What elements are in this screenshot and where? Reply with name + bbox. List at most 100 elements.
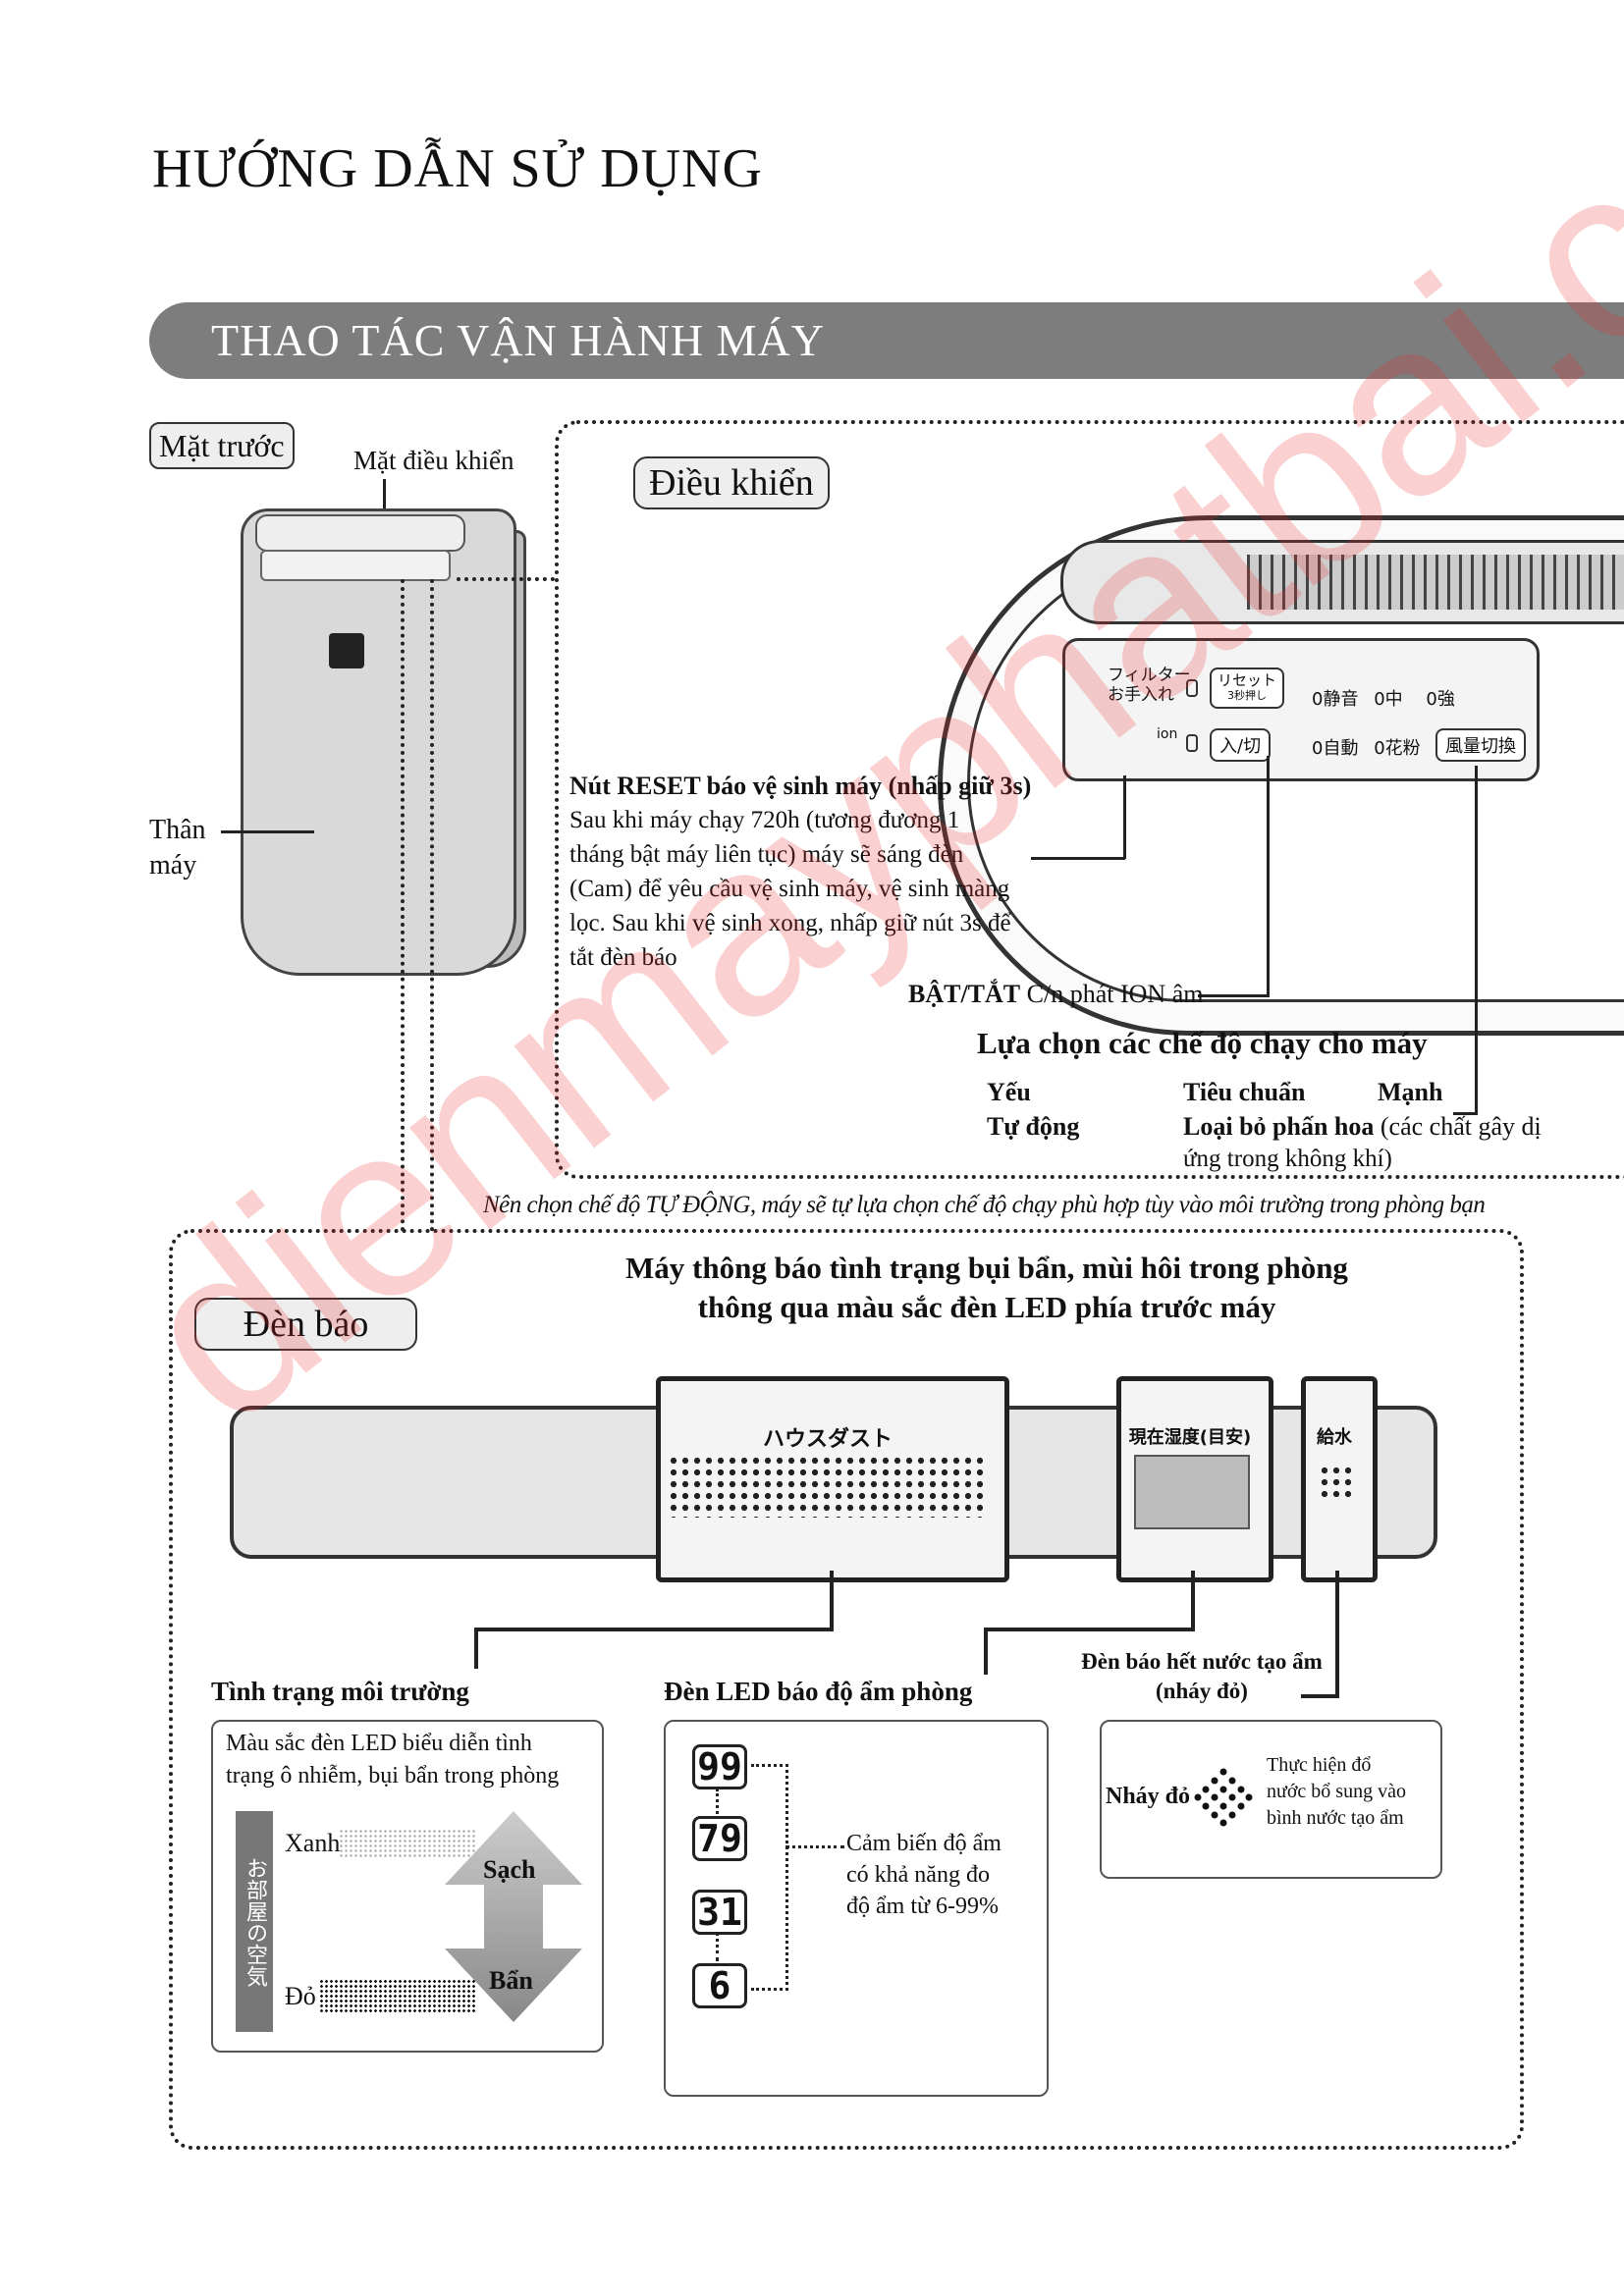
mode-auto-label: 自動 [1323,738,1359,759]
device-control-strip [255,514,465,552]
humidity-value: 79 [692,1816,747,1861]
env-desc-1: Màu sắc đèn LED biểu diễn tình [226,1731,532,1756]
indicator-heading: Máy thông báo tình trạng bụi bẩn, mùi hô… [589,1249,1384,1327]
humidity-desc-line: Cảm biến độ ẩm [846,1831,1001,1856]
green-led-sample [339,1829,476,1858]
mode-callout-v [1475,766,1478,1114]
indicator-frame [169,1229,1524,2150]
mode-pollen-rest-2: ứng trong không khí) [1183,1146,1392,1172]
water-box [1100,1720,1442,1879]
reset-title: Nút RESET báo vệ sinh máy (nhấp giữ 3s) [569,772,1032,800]
water-led-dots [1319,1465,1352,1500]
mode-row-2: 0自動 0花粉 [1312,734,1421,760]
auto-mode-note: Nên chọn chế độ TỰ ĐỘNG, máy sẽ tự lựa c… [483,1192,1486,1218]
mode-strong-label: 強 [1436,689,1455,710]
filter-label: フィルター お手入れ [1108,666,1191,705]
humidity-desc-line: độ ẩm từ 6-99% [846,1894,999,1919]
env-desc-2: trạng ô nhiễm, bụi bẩn trong phòng [226,1763,560,1789]
clean-label: Sạch [483,1855,536,1884]
red-label: Đỏ [285,1982,316,2010]
water-label: 給水 [1317,1427,1352,1448]
device-front [241,508,516,976]
body-label-2: máy [149,850,197,881]
power-label-rest: C/n phát ION âm [1026,980,1204,1008]
water-desc-line: Thực hiện đổ [1267,1754,1372,1776]
lamp-quiet: 0 [1312,689,1324,710]
body-label-1: Thân [149,815,206,845]
hum-connector-v [1191,1571,1195,1629]
controls-tag: Điều khiển [633,456,830,509]
reset-desc-line: lọc. Sau khi vệ sinh xong, nhấp giữ nút … [569,910,1011,936]
water-title-2: (nháy đỏ) [1156,1679,1248,1703]
humidity-dots [716,1789,719,1814]
dust-led-dots [668,1455,988,1518]
green-label: Xanh [285,1829,341,1857]
controls-connector [457,577,555,585]
mode-auto: Tự động [987,1112,1080,1141]
humidity-dots [716,1932,719,1961]
reset-callout-h [1031,857,1125,860]
mode-standard: Tiêu chuẩn [1183,1078,1306,1106]
reset-desc: Sau khi máy chạy 720h (tương đương 1 thá… [569,803,1011,975]
filter-lamp [1186,679,1198,697]
humidity-label: 現在湿度(目安) [1128,1427,1252,1448]
reset-button-sub: 3秒押し [1227,689,1267,702]
humidity-desc: Cảm biến độ ẩm có khả năng đo độ ẩm từ 6… [846,1828,1001,1922]
water-desc-line: bình nước tạo ẩm [1267,1807,1404,1829]
mode-strong: Mạnh [1378,1078,1443,1106]
dust-connector-v2 [474,1628,478,1669]
lamp-mid: 0 [1374,689,1385,710]
device-display-strip [260,550,451,581]
hum-connector-h [984,1628,1195,1631]
modes-title: Lựa chọn các chế độ chạy cho máy [977,1026,1428,1060]
controls-frame [555,420,1624,1179]
mode-mid-label: 中 [1384,689,1403,710]
brand-logo [329,633,364,668]
dust-connector-h [474,1628,834,1631]
reset-desc-line: Sau khi máy chạy 720h (tương đương 1 [569,807,960,833]
power-label: BẬT/TẮT C/n phát ION âm [908,977,1203,1011]
mode-callout-h [1453,1112,1478,1115]
dust-connector-v [830,1571,834,1629]
indicator-connector-right [430,579,434,1232]
reset-callout-v [1123,775,1126,859]
water-title-1: Đèn báo hết nước tạo ẩm [1081,1649,1323,1674]
section-title: THAO TÁC VẬN HÀNH MÁY [211,315,825,365]
red-led-sample [319,1979,476,2012]
mode-row-1: 0静音 0中 0強 [1312,685,1455,711]
vent-grille [1247,555,1624,610]
env-desc: Màu sắc đèn LED biểu diễn tình trạng ô n… [226,1728,559,1792]
humidity-value: 99 [692,1744,747,1789]
humidity-display [1134,1455,1250,1529]
power-button[interactable]: 入/切 [1210,728,1272,762]
mode-pollen: Loại bỏ phấn hoa (các chất gây dị [1183,1109,1542,1144]
env-title: Tình trạng môi trường [211,1677,469,1706]
humidity-value: 31 [692,1890,747,1935]
indicator-tag: Đèn báo [194,1298,417,1351]
humidity-box [664,1720,1049,2097]
reset-desc-line: (Cam) để yêu cầu vệ sinh máy, vệ sinh mà… [569,876,1010,902]
power-callout-v [1267,756,1270,996]
indicator-heading-2: thông qua màu sắc đèn LED phía trước máy [697,1290,1276,1324]
reset-button-label: リセット [1218,671,1277,689]
dust-label: ハウスダスト [762,1427,893,1452]
mode-pollen-bold: Loại bỏ phấn hoa [1183,1112,1375,1141]
blink-red-icon [1194,1768,1253,1827]
hum-connector-v2 [984,1628,988,1675]
indicator-heading-1: Máy thông báo tình trạng bụi bẩn, mùi hô… [625,1251,1348,1285]
humidity-pointer [785,1845,844,1848]
power-callout-h [1198,994,1270,997]
clean-dirty-arrow-icon [445,1811,582,2022]
power-label-bold: BẬT/TẮT [908,980,1021,1008]
water-desc-line: nước bổ sung vào [1267,1781,1406,1802]
water-connector-v [1335,1571,1339,1698]
reset-button[interactable]: リセット 3秒押し [1210,667,1285,709]
fan-switch-button[interactable]: 風量切換 [1435,728,1526,762]
mode-quiet-label: 静音 [1323,689,1359,710]
mode-pollen-rest-1: (các chất gây dị [1380,1112,1542,1141]
front-tag: Mặt trước [149,422,295,469]
blink-label: Nháy đỏ [1106,1784,1191,1809]
filter-label-1: フィルター [1108,666,1191,685]
reset-desc-line: tắt đèn báo [569,944,677,971]
humidity-bracket [751,1764,788,1991]
